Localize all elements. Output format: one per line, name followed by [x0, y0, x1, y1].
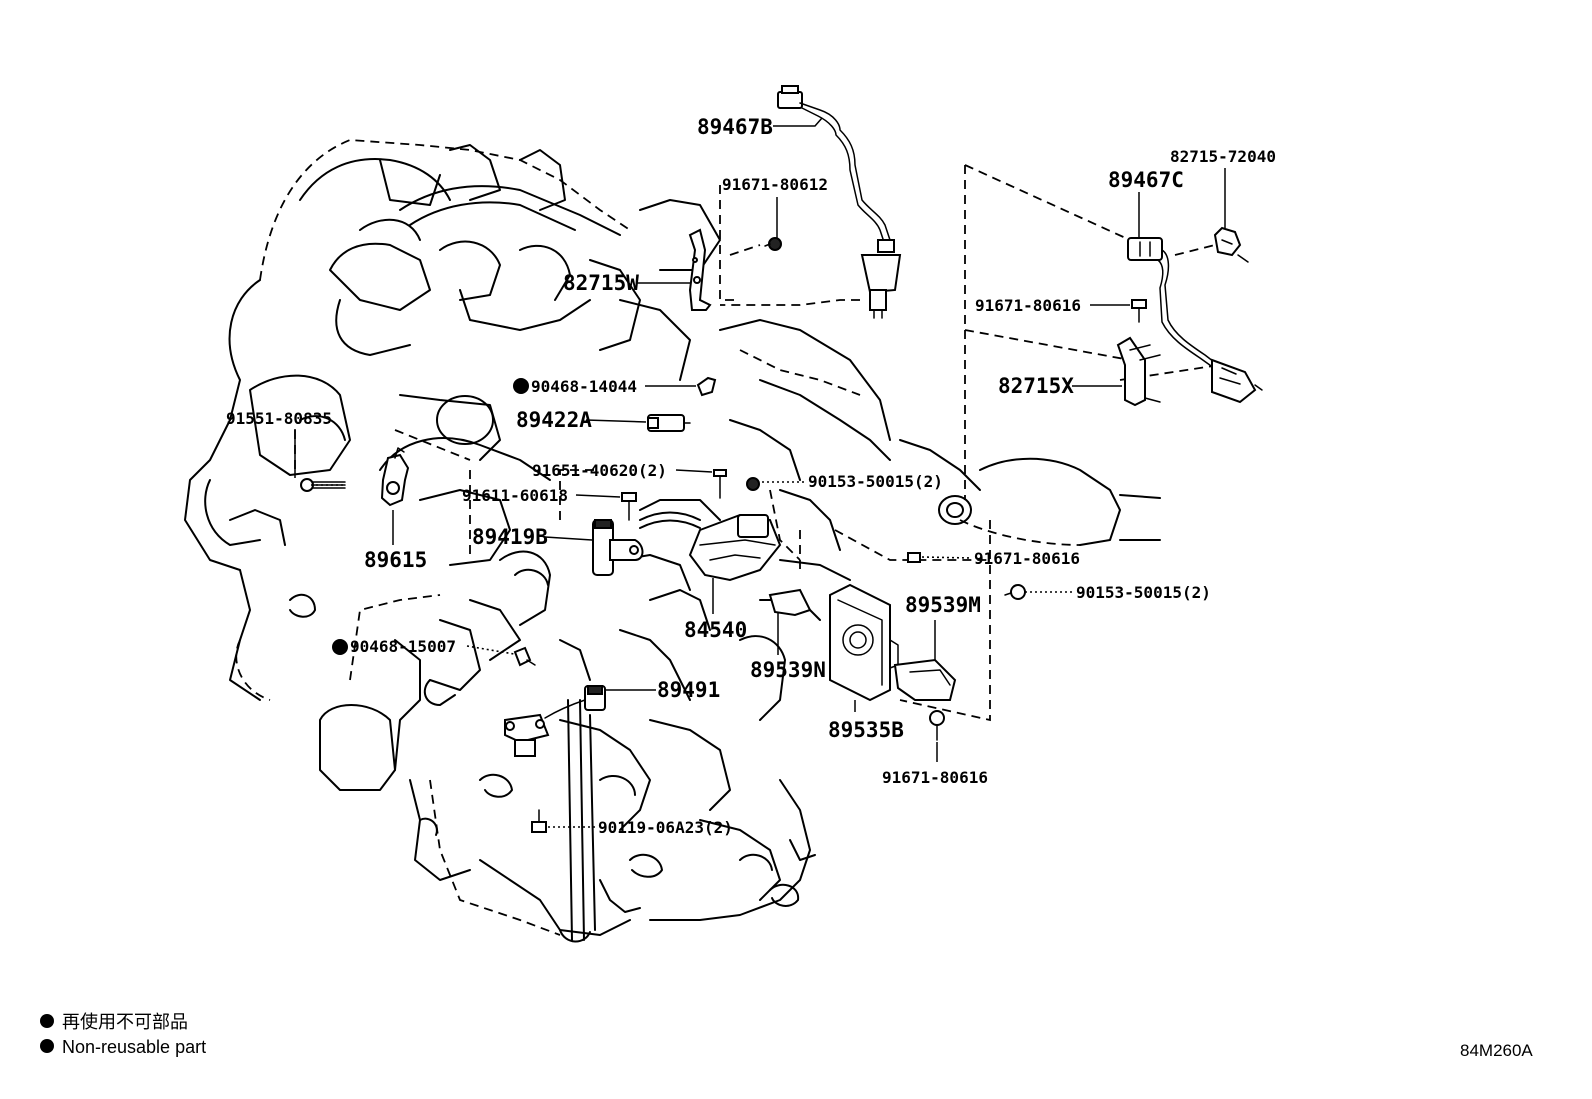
part-91651-40620-bolt [713, 469, 727, 499]
part-89422A-sensor [647, 414, 691, 432]
label-90153-50015-a: 90153-50015(2) [808, 472, 943, 491]
legend-marker-jp [40, 1014, 54, 1028]
part-90119-06A23-bolt [531, 809, 547, 833]
label-90468-15007: 90468-15007 [350, 637, 456, 656]
part-89467B-sensor [777, 85, 902, 319]
part-91671-80616-bolt-c [929, 710, 945, 741]
label-89467C: 89467C [1108, 168, 1184, 192]
label-90119-06A23: 90119-06A23(2) [598, 818, 733, 837]
label-91671-80616-a: 91671-80616 [975, 296, 1081, 315]
label-84540: 84540 [684, 618, 747, 642]
label-90468-14044: 90468-14044 [531, 377, 637, 396]
part-91611-60618-bolt [621, 492, 637, 521]
label-82715W: 82715W [563, 271, 639, 295]
part-91551-80835-bolt [300, 478, 346, 492]
part-90153-50015-bolt-a [746, 477, 760, 491]
label-89422A: 89422A [516, 408, 592, 432]
label-91671-80616-b: 91671-80616 [974, 549, 1080, 568]
label-82715X: 82715X [998, 374, 1074, 398]
label-89615: 89615 [364, 548, 427, 572]
diagram-code: 84M260A [1460, 1041, 1533, 1060]
part-91671-80616-bolt-b [907, 552, 921, 563]
label-89491: 89491 [657, 678, 720, 702]
legend: 再使用不可部品 Non-reusable part [40, 1012, 206, 1057]
legend-marker-en [40, 1039, 54, 1053]
label-91551-80835: 91551-80835 [226, 409, 332, 428]
part-labels: 89467B 91671-80612 82715W 82715-72040 89… [226, 115, 1276, 837]
non-reusable-marker-1 [513, 378, 529, 394]
label-91651-40620: 91651-40620(2) [532, 461, 667, 480]
part-91671-80616-bolt-a [1131, 299, 1147, 323]
non-reusable-marker-2 [332, 639, 348, 655]
part-90468-15007-clip [513, 646, 536, 667]
part-89467C-sensor [1127, 237, 1263, 404]
label-89539M: 89539M [905, 593, 981, 617]
part-90468-14044-clip [696, 376, 717, 397]
label-89419B: 89419B [472, 525, 548, 549]
label-89535B: 89535B [828, 718, 904, 742]
engine-outline [184, 139, 1161, 943]
part-82715-72040-clip [1213, 226, 1249, 263]
part-91671-80612-bolt [764, 237, 782, 251]
part-82715X-bracket [1116, 336, 1161, 407]
label-89467B: 89467B [697, 115, 773, 139]
label-91611-60618: 91611-60618 [462, 486, 568, 505]
label-90153-50015-b: 90153-50015(2) [1076, 583, 1211, 602]
legend-jp: 再使用不可部品 [62, 1012, 188, 1032]
label-91671-80616-c: 91671-80616 [882, 768, 988, 787]
legend-en: Non-reusable part [62, 1037, 206, 1057]
label-91671-80612: 91671-80612 [722, 175, 828, 194]
part-82715W-clamp [688, 228, 712, 311]
part-84540-switch [639, 511, 782, 582]
part-89419B-sensor [592, 519, 644, 576]
part-89491-sensor [504, 685, 606, 757]
label-82715-72040: 82715-72040 [1170, 147, 1276, 166]
part-90153-50015-bolt-b [1004, 584, 1026, 600]
part-89539M-bracket [893, 658, 957, 701]
part-89535B-ecu [829, 583, 899, 702]
part-89539N-bracket [768, 588, 812, 617]
leader-lines [294, 117, 1226, 828]
label-89539N: 89539N [750, 658, 826, 682]
part-89615-knock-sensor [380, 447, 410, 507]
